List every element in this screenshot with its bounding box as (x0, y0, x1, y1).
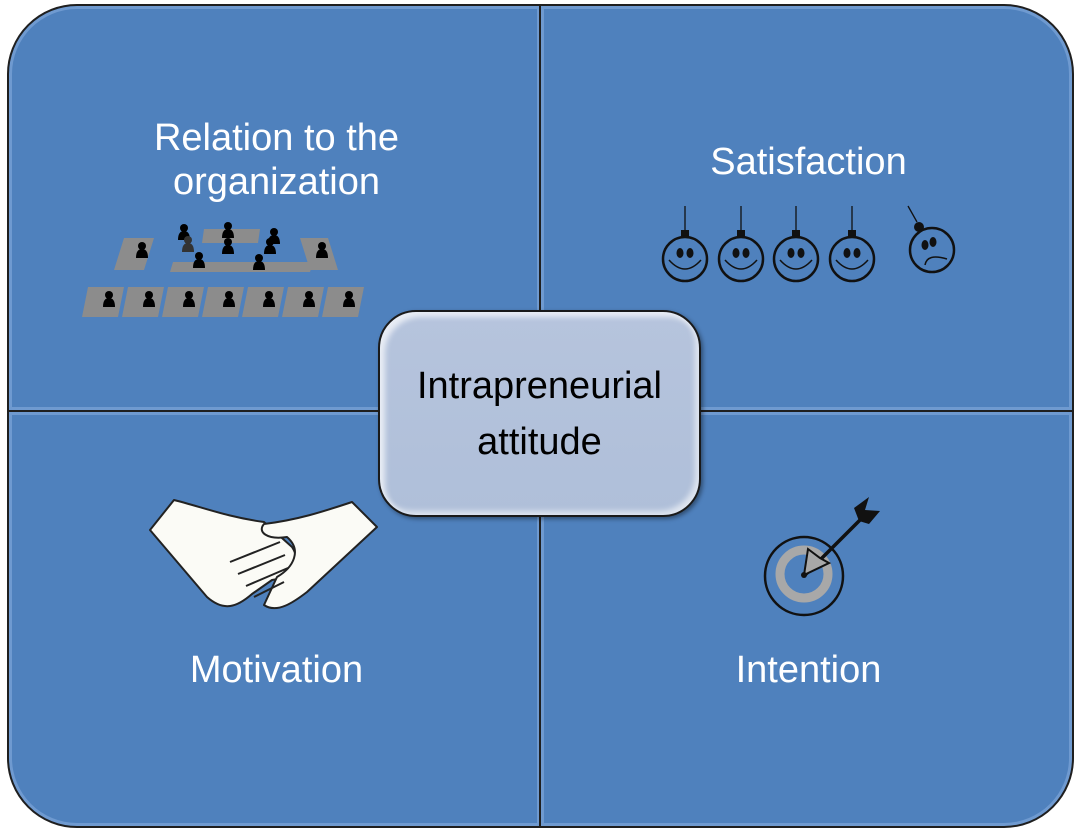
happy-face-icon (828, 206, 876, 283)
sad-face-icon (907, 205, 956, 274)
center-title-line1: Intrapreneurial (416, 364, 663, 407)
happy-face-icon (717, 206, 765, 283)
happy-face-icon (772, 206, 820, 283)
quadrant-label: Satisfaction (710, 141, 907, 183)
center-box-intrapreneurial-attitude: Intrapreneurial attitude (378, 310, 701, 517)
handshake-icon (149, 499, 378, 610)
org-chart-icon (82, 222, 364, 317)
happy-face-icon (661, 206, 709, 283)
quadrant-label: Intention (735, 649, 882, 691)
target-arrow-icon (763, 497, 880, 617)
smiley-ornaments-icon (661, 205, 956, 283)
quadrant-label: Motivation (189, 649, 364, 691)
center-title-line2: attitude (477, 420, 602, 463)
